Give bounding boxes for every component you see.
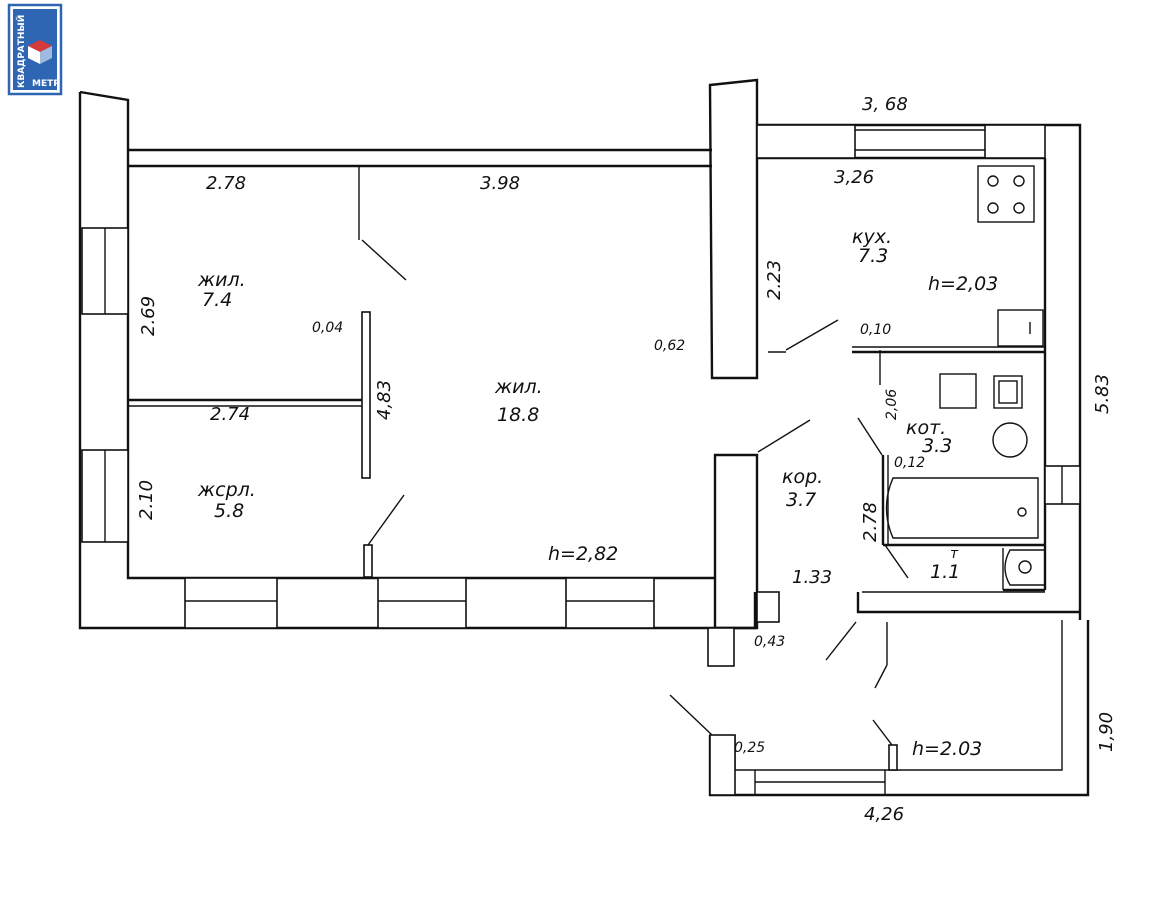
dim-2-10: 2.10 <box>136 480 157 520</box>
dim-0-04: 0,04 <box>312 320 343 336</box>
room-living1-area: 7.4 <box>202 289 232 311</box>
room-corridor-area: 3.7 <box>786 489 816 511</box>
washbasin-icon <box>992 422 1028 458</box>
logo-text-1: КВАДРАТНЫЙ <box>15 15 27 88</box>
room-bath-name: кот. <box>906 417 946 439</box>
dim-1-90: 1,90 <box>1096 712 1117 752</box>
room-kitchen-name: кух. <box>852 226 892 248</box>
dim-2-69: 2.69 <box>138 296 159 336</box>
dim-2-74: 2.74 <box>210 404 250 425</box>
dim-4-83: 4,83 <box>374 380 395 420</box>
height-vestibule: h=2.03 <box>912 738 982 760</box>
dim-3-68: 3, 68 <box>862 94 908 115</box>
room-corridor-name: кор. <box>782 466 823 488</box>
room-bedroom-name: жсрл. <box>197 479 256 501</box>
dimension-labels: 2.78 3.98 3, 68 3,26 2.69 2.23 0,04 0,62… <box>136 94 1117 825</box>
height-labels: h=2,82 h=2,03 h=2.03 <box>548 273 998 760</box>
room-labels: жил. 7.4 жил. 18.8 жсрл. 5.8 кух. 7.3 ко… <box>197 226 960 583</box>
stove-icon <box>977 165 1035 223</box>
logo: КВАДРАТНЫЙ МЕТР <box>7 3 63 96</box>
dim-3-26: 3,26 <box>834 167 874 188</box>
room-bedroom-area: 5.8 <box>214 500 244 522</box>
washer-icon <box>993 375 1023 409</box>
dim-2-78-top: 2.78 <box>206 173 246 194</box>
room-toilet-name: т <box>950 546 959 562</box>
dim-4-26: 4,26 <box>864 804 904 825</box>
toilet-icon <box>1004 549 1046 586</box>
dim-2-06: 2,06 <box>884 389 900 420</box>
logo-text-2: МЕТР <box>32 79 60 89</box>
dim-0-10: 0,10 <box>860 322 891 338</box>
dim-0-43: 0,43 <box>754 634 785 650</box>
sink-icon <box>997 309 1044 347</box>
walls-main <box>78 78 780 667</box>
dim-2-78-corridor: 2.78 <box>860 502 881 542</box>
room-bath-area: 3.3 <box>922 435 952 457</box>
dim-5-83: 5.83 <box>1092 374 1113 414</box>
dim-2-23: 2.23 <box>764 260 785 300</box>
dim-0-62: 0,62 <box>654 338 685 354</box>
room-living1-name: жил. <box>197 269 246 291</box>
dim-3-98: 3.98 <box>480 173 520 194</box>
room-living-main-area: 18.8 <box>497 404 539 426</box>
room-toilet-area: 1.1 <box>930 561 960 583</box>
partitions <box>128 166 407 578</box>
dim-1-33: 1.33 <box>792 567 832 588</box>
height-main: h=2,82 <box>548 543 618 565</box>
room-kitchen-area: 7.3 <box>858 245 888 267</box>
dim-0-25: 0,25 <box>734 740 765 756</box>
walls-kitchen <box>756 123 1082 661</box>
walls-vestibule <box>669 620 1090 797</box>
room-living-main-name: жил. <box>494 376 543 398</box>
dim-0-12: 0,12 <box>894 455 925 471</box>
height-kitchen: h=2,03 <box>928 273 998 295</box>
boiler-icon <box>939 373 977 409</box>
bathtub-icon <box>885 477 1039 539</box>
